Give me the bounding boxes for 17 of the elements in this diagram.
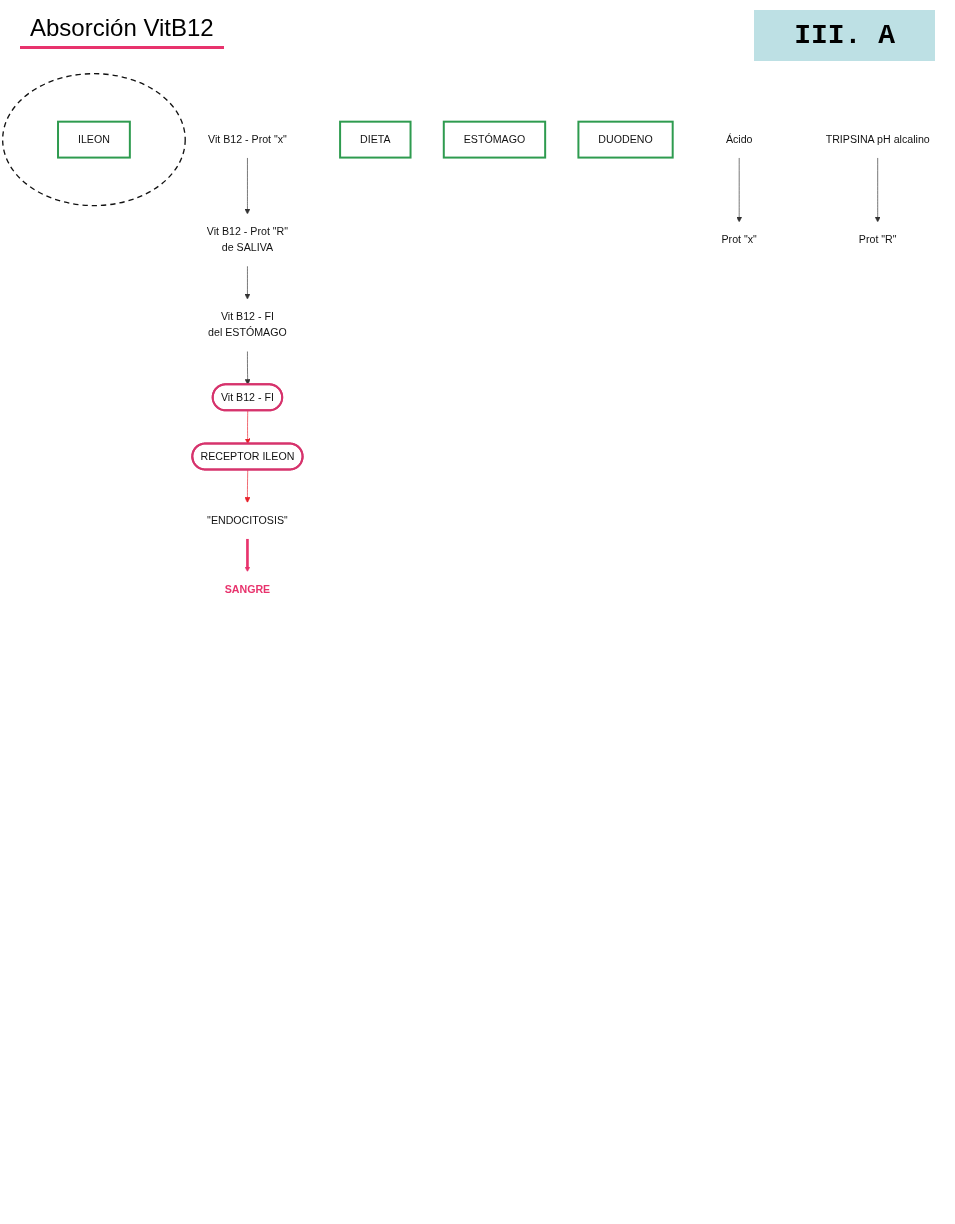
node-text: Prot "x"	[721, 234, 757, 246]
node-text: Ácido	[725, 133, 753, 145]
node-text: Vit B12 - Prot "R" de SALIVA	[206, 226, 289, 254]
node-text: Vit B12 - Prot "x"	[207, 133, 287, 145]
arrow	[244, 538, 251, 573]
cluster	[2, 73, 186, 207]
node-text: Prot "R"	[858, 234, 897, 246]
node-text: "ENDOCITOSIS"	[207, 514, 288, 526]
node-box: ILEON	[57, 120, 131, 159]
node-box: DUODENO	[577, 120, 674, 159]
node-box: DIETA	[339, 120, 412, 159]
node-box: ESTÓMAGO	[442, 120, 547, 159]
node-text: SANGRE	[224, 583, 271, 596]
node-text: Vit B12 - FI del ESTÓMAGO	[208, 311, 287, 339]
title: III. A	[754, 10, 935, 61]
node-text: TRIPSINA pH alcalino	[825, 133, 930, 145]
heading-label: Absorción VitB12	[20, 10, 224, 49]
